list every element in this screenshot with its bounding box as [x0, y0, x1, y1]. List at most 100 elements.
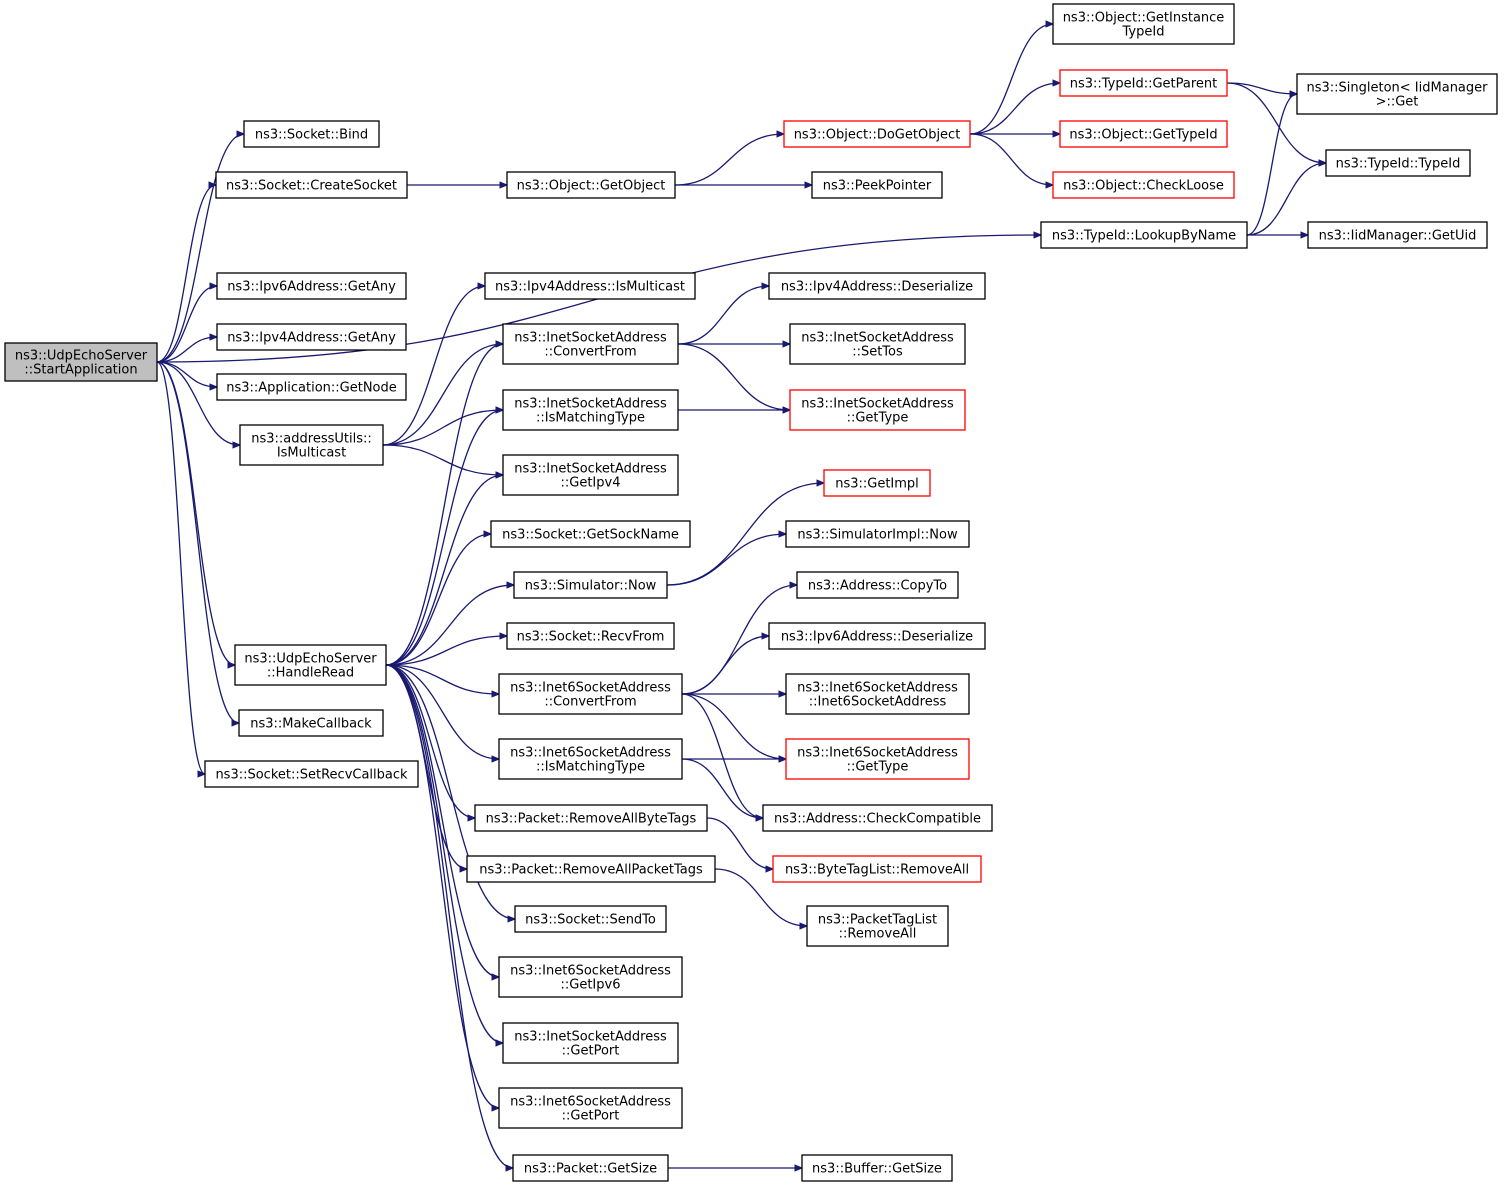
node-box[interactable]	[513, 571, 668, 599]
node-box[interactable]	[204, 760, 419, 788]
node-box[interactable]	[484, 272, 696, 300]
node-box[interactable]	[490, 520, 691, 548]
node-box[interactable]	[1059, 120, 1228, 148]
node-typeidgetparent[interactable]: ns3::TypeId::GetParent	[1059, 69, 1228, 97]
node-recvfrom[interactable]: ns3::Socket::RecvFrom	[506, 622, 675, 650]
node-box[interactable]	[1040, 221, 1248, 249]
node-box[interactable]	[4, 342, 158, 382]
node-box[interactable]	[474, 804, 708, 832]
node-createsocket[interactable]: ns3::Socket::CreateSocket	[215, 171, 408, 199]
node-rmpackettags[interactable]: ns3::Packet::RemoveAllPacketTags	[466, 855, 716, 883]
node-box[interactable]	[1307, 221, 1488, 249]
node-sendto[interactable]: ns3::Socket::SendTo	[514, 905, 667, 933]
node-box[interactable]	[216, 323, 407, 351]
node-iidgetuid[interactable]: ns3::IidManager::GetUid	[1307, 221, 1488, 249]
node-ipv4getany[interactable]: ns3::Ipv4Address::GetAny	[216, 323, 407, 351]
node-handleread[interactable]: ns3::UdpEchoServer::HandleRead	[234, 644, 387, 686]
node-box[interactable]	[512, 1154, 669, 1182]
node-ipv4ismc[interactable]: ns3::Ipv4Address::IsMulticast	[484, 272, 696, 300]
node-box[interactable]	[785, 738, 970, 780]
node-box[interactable]	[1052, 171, 1235, 199]
node-inet6conv[interactable]: ns3::Inet6SocketAddress::ConvertFrom	[498, 673, 683, 715]
node-ismulticast[interactable]: ns3::addressUtils::IsMulticast	[239, 424, 384, 466]
node-box[interactable]	[502, 1022, 679, 1064]
node-box[interactable]	[785, 520, 970, 548]
node-box[interactable]	[238, 709, 384, 737]
node-peekpointer[interactable]: ns3::PeekPointer	[811, 171, 943, 199]
node-box[interactable]	[768, 272, 986, 300]
node-ipv4deser[interactable]: ns3::Ipv4Address::Deserialize	[768, 272, 986, 300]
node-root[interactable]: ns3::UdpEchoServer::StartApplication	[4, 342, 158, 382]
node-appgetnode[interactable]: ns3::Application::GetNode	[216, 373, 407, 401]
node-box[interactable]	[502, 454, 679, 496]
node-addrcheckcompat[interactable]: ns3::Address::CheckCompatible	[762, 804, 993, 832]
node-bind[interactable]: ns3::Socket::Bind	[243, 120, 380, 148]
node-setrecvcb[interactable]: ns3::Socket::SetRecvCallback	[204, 760, 419, 788]
node-box[interactable]	[498, 738, 683, 780]
node-box[interactable]	[234, 644, 387, 686]
node-box[interactable]	[466, 855, 716, 883]
node-makecallback[interactable]: ns3::MakeCallback	[238, 709, 384, 737]
node-box[interactable]	[811, 171, 943, 199]
node-pkttagrmall[interactable]: ns3::PacketTagList::RemoveAll	[806, 905, 949, 947]
node-inet6getipv6[interactable]: ns3::Inet6SocketAddress::GetIpv6	[498, 956, 683, 998]
node-inetgetipv4[interactable]: ns3::InetSocketAddress::GetIpv4	[502, 454, 679, 496]
node-addrcopyto[interactable]: ns3::Address::CopyTo	[796, 571, 959, 599]
node-box[interactable]	[796, 571, 959, 599]
node-typeidctor[interactable]: ns3::TypeId::TypeId	[1325, 149, 1471, 177]
node-rmbytetags[interactable]: ns3::Packet::RemoveAllByteTags	[474, 804, 708, 832]
node-getobject[interactable]: ns3::Object::GetObject	[506, 171, 676, 199]
node-box[interactable]	[1325, 149, 1471, 177]
node-lookupbyname[interactable]: ns3::TypeId::LookupByName	[1040, 221, 1248, 249]
node-box[interactable]	[498, 956, 683, 998]
node-inet6ismatch[interactable]: ns3::Inet6SocketAddress::IsMatchingType	[498, 738, 683, 780]
node-checkloose[interactable]: ns3::Object::CheckLoose	[1052, 171, 1235, 199]
node-getimpl[interactable]: ns3::GetImpl	[823, 469, 931, 497]
node-box[interactable]	[801, 1154, 953, 1182]
node-pktgetsize[interactable]: ns3::Packet::GetSize	[512, 1154, 669, 1182]
node-box[interactable]	[1296, 73, 1498, 115]
node-box[interactable]	[514, 905, 667, 933]
node-box[interactable]	[768, 622, 986, 650]
node-inetismatch[interactable]: ns3::InetSocketAddress::IsMatchingType	[502, 389, 679, 431]
node-box[interactable]	[239, 424, 384, 466]
node-box[interactable]	[783, 120, 971, 148]
node-box[interactable]	[506, 622, 675, 650]
node-ipv6deser[interactable]: ns3::Ipv6Address::Deserialize	[768, 622, 986, 650]
node-box[interactable]	[785, 673, 970, 715]
node-buffergetsize[interactable]: ns3::Buffer::GetSize	[801, 1154, 953, 1182]
node-inetgettype[interactable]: ns3::InetSocketAddress::GetType	[789, 389, 966, 431]
node-box[interactable]	[772, 855, 982, 883]
node-box[interactable]	[502, 389, 679, 431]
node-box[interactable]	[215, 171, 408, 199]
node-box[interactable]	[762, 804, 993, 832]
node-getsockname[interactable]: ns3::Socket::GetSockName	[490, 520, 691, 548]
node-box[interactable]	[506, 171, 676, 199]
node-inet6ctor[interactable]: ns3::Inet6SocketAddress::Inet6SocketAddr…	[785, 673, 970, 715]
node-box[interactable]	[498, 673, 683, 715]
node-simimplnow[interactable]: ns3::SimulatorImpl::Now	[785, 520, 970, 548]
node-singletonget[interactable]: ns3::Singleton< IidManager>::Get	[1296, 73, 1498, 115]
node-inetgetport[interactable]: ns3::InetSocketAddress::GetPort	[502, 1022, 679, 1064]
node-dogetobject[interactable]: ns3::Object::DoGetObject	[783, 120, 971, 148]
node-inetconv[interactable]: ns3::InetSocketAddress::ConvertFrom	[502, 323, 679, 365]
node-box[interactable]	[823, 469, 931, 497]
node-inet6gettype[interactable]: ns3::Inet6SocketAddress::GetType	[785, 738, 970, 780]
node-box[interactable]	[498, 1087, 683, 1129]
node-bytetagrmall[interactable]: ns3::ByteTagList::RemoveAll	[772, 855, 982, 883]
node-box[interactable]	[806, 905, 949, 947]
node-box[interactable]	[502, 323, 679, 365]
node-box[interactable]	[243, 120, 380, 148]
node-settos[interactable]: ns3::InetSocketAddress::SetTos	[789, 323, 966, 365]
node-inet6getport[interactable]: ns3::Inet6SocketAddress::GetPort	[498, 1087, 683, 1129]
node-ipv6getany[interactable]: ns3::Ipv6Address::GetAny	[216, 272, 407, 300]
node-box[interactable]	[1059, 69, 1228, 97]
node-box[interactable]	[789, 323, 966, 365]
node-objgettypeid[interactable]: ns3::Object::GetTypeId	[1059, 120, 1228, 148]
node-box[interactable]	[1052, 3, 1235, 45]
node-box[interactable]	[789, 389, 966, 431]
node-box[interactable]	[216, 272, 407, 300]
node-box[interactable]	[216, 373, 407, 401]
node-simnow[interactable]: ns3::Simulator::Now	[513, 571, 668, 599]
